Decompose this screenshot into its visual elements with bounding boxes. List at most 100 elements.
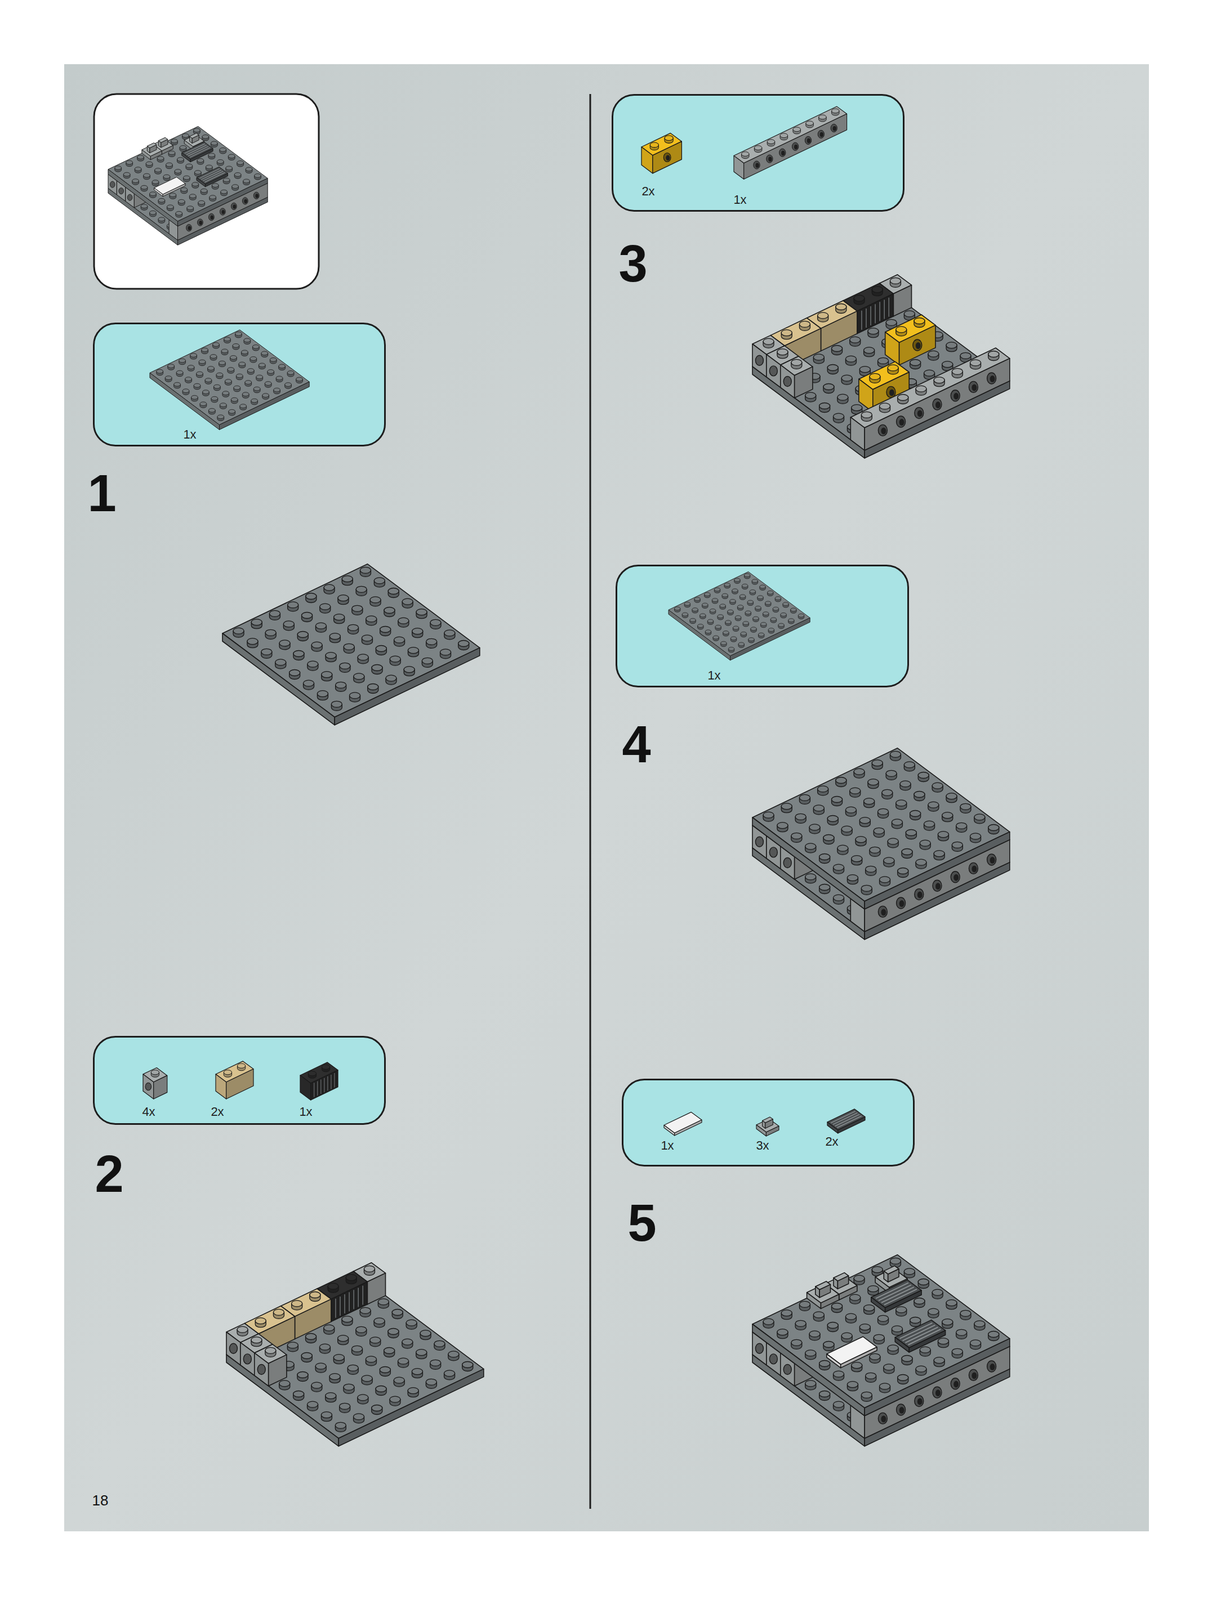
stud-top bbox=[951, 841, 963, 849]
stud-top bbox=[896, 800, 907, 807]
step5-model bbox=[752, 1255, 1010, 1447]
stud-top bbox=[375, 645, 387, 653]
grille-slot bbox=[202, 171, 224, 181]
stud-top bbox=[734, 578, 741, 582]
stud-top bbox=[307, 1401, 319, 1408]
technic-hole-inner bbox=[990, 375, 996, 383]
brick-side bbox=[752, 817, 865, 910]
technic-hole-inner bbox=[781, 150, 785, 157]
grille-ridge bbox=[357, 1288, 359, 1308]
technic-hole bbox=[804, 136, 812, 145]
technic-hole bbox=[950, 1378, 960, 1390]
technic-hole bbox=[219, 208, 226, 216]
technic-hole-inner bbox=[953, 874, 959, 882]
stud-top bbox=[788, 618, 795, 623]
stud-top bbox=[247, 368, 255, 373]
stud-top bbox=[819, 1361, 831, 1368]
stud-top bbox=[795, 813, 806, 821]
stud-top bbox=[819, 403, 831, 410]
side-hole bbox=[769, 847, 778, 858]
stud-top bbox=[799, 1301, 810, 1308]
stud-top bbox=[210, 354, 217, 359]
stud-top bbox=[867, 1286, 879, 1293]
stud-top bbox=[885, 770, 897, 777]
stud-top bbox=[883, 857, 895, 864]
stud-top bbox=[849, 1294, 861, 1301]
stud-top bbox=[722, 593, 728, 597]
stud-top bbox=[835, 777, 847, 784]
stud-top bbox=[158, 198, 166, 203]
stud-top bbox=[741, 152, 750, 157]
stud-top bbox=[183, 175, 190, 180]
stud-top bbox=[891, 819, 903, 826]
technic-hole bbox=[914, 1396, 924, 1408]
stud-top bbox=[737, 605, 743, 609]
part-quantity: 3x bbox=[755, 1139, 769, 1153]
stud-top bbox=[928, 350, 939, 358]
stud-top bbox=[180, 187, 188, 192]
stud-top bbox=[918, 1279, 929, 1286]
step4-model bbox=[752, 748, 1010, 940]
step-number: 5 bbox=[627, 1197, 657, 1250]
stud-top bbox=[258, 363, 266, 368]
stud-top bbox=[974, 814, 986, 821]
technic-hole-inner bbox=[243, 199, 248, 204]
stud-top bbox=[833, 1401, 845, 1408]
stud-top bbox=[185, 163, 193, 168]
stud-top bbox=[831, 345, 843, 352]
grille-ridge bbox=[861, 310, 863, 331]
stud-top bbox=[813, 1312, 824, 1319]
stud-top bbox=[867, 328, 879, 335]
step2-model bbox=[226, 1263, 484, 1447]
stud-top bbox=[747, 600, 753, 604]
stud-top bbox=[379, 1367, 391, 1374]
technic-hole bbox=[896, 1404, 906, 1416]
technic-hole bbox=[912, 339, 922, 351]
stud-top bbox=[865, 1373, 877, 1380]
stud-top bbox=[199, 402, 207, 407]
stud-top bbox=[861, 411, 872, 418]
stud-top bbox=[781, 330, 792, 337]
stud-top bbox=[841, 1333, 853, 1340]
stud-top bbox=[847, 1382, 858, 1389]
stud-top bbox=[742, 621, 749, 626]
stud-top bbox=[388, 588, 399, 595]
stud-top bbox=[223, 1070, 232, 1076]
stud-top bbox=[174, 169, 182, 174]
side-hole bbox=[783, 858, 792, 869]
brick-front bbox=[743, 113, 848, 180]
brick-side bbox=[752, 344, 767, 378]
stud-top bbox=[227, 367, 235, 372]
side-hole bbox=[755, 1343, 764, 1354]
grille-ridge bbox=[317, 1081, 318, 1096]
brick-side bbox=[752, 1324, 865, 1417]
brick-front bbox=[177, 178, 269, 227]
stud-top bbox=[303, 680, 315, 687]
stud-top bbox=[740, 631, 747, 636]
technic-hole-inner bbox=[794, 144, 798, 150]
stud-top bbox=[767, 590, 774, 595]
stud-top bbox=[861, 885, 872, 892]
stud-top bbox=[946, 342, 957, 349]
grille-slot bbox=[201, 170, 222, 180]
stud-top bbox=[202, 134, 209, 139]
stud-top bbox=[781, 1310, 792, 1317]
stud-top bbox=[391, 1309, 403, 1317]
clip-front bbox=[765, 1119, 774, 1129]
part-icons bbox=[94, 1037, 385, 1124]
stud-top bbox=[273, 388, 281, 392]
stud-top bbox=[209, 195, 217, 200]
stud-top bbox=[444, 1370, 456, 1378]
stud-top bbox=[988, 1331, 1000, 1339]
stud-top bbox=[256, 375, 264, 380]
stud-top bbox=[251, 619, 262, 626]
brick-front bbox=[765, 1126, 779, 1137]
technic-hole bbox=[779, 148, 786, 157]
stud-top bbox=[193, 383, 201, 388]
brick-front bbox=[864, 1339, 1010, 1417]
stud-top bbox=[819, 884, 831, 891]
stud-top bbox=[275, 659, 287, 666]
stud-top bbox=[337, 595, 349, 602]
side-hole bbox=[769, 1354, 778, 1365]
stud-top bbox=[237, 1326, 248, 1334]
